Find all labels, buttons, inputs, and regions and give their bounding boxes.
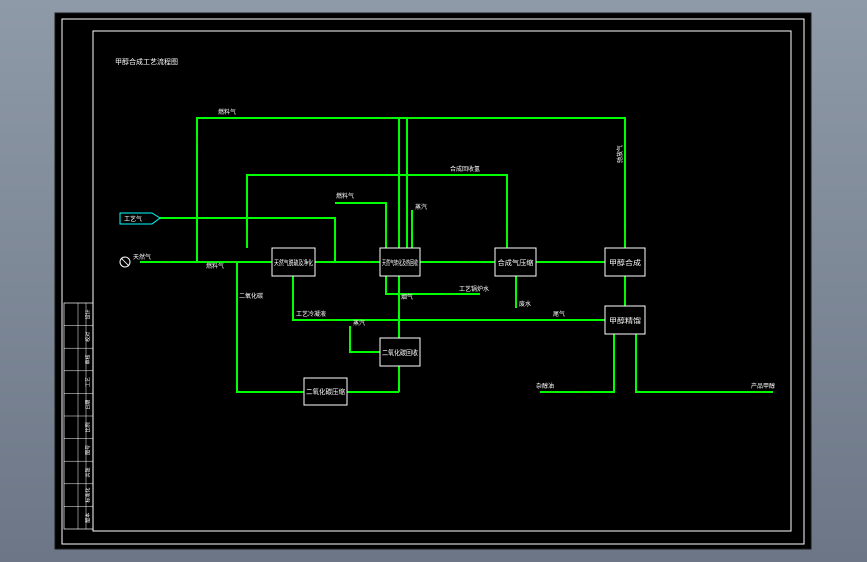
svg-text:天然气脱硫及净化: 天然气脱硫及净化 [274,258,313,267]
equipment-co2-compressor: 二氧化碳压缩 [303,377,348,406]
drawing-sheet [54,12,812,550]
inner-frame [92,30,792,532]
label-waste-water: 废水 [519,300,531,308]
natural-gas-source-icon [119,256,131,268]
label-co2-left: 二氧化碳 [239,292,263,300]
label-fuel-gas-top: 燃料气 [218,108,236,116]
label-natural-gas: 天然气 [133,253,151,261]
equipment-co2-recovery: 二氧化碳回收 [379,337,421,367]
svg-text:甲醇精馏: 甲醇精馏 [609,316,641,325]
title-block-cell: 版本 [85,513,92,523]
equipment-synthesis: 甲醇合成 [604,247,646,277]
drawing-title: 甲醇合成工艺流程图 [115,57,178,66]
title-block-cell: 设计 [85,309,92,319]
label-tail-gas: 尾气 [553,310,565,318]
equipment-distillation: 甲醇精馏 [604,305,646,335]
title-block-cell: 标准化 [85,488,92,503]
svg-text:二氧化碳回收: 二氧化碳回收 [382,348,418,357]
label-flue-gas: 烟气 [401,293,413,301]
process-gas-feed-tag: 工艺气 [119,212,161,225]
title-block-cell: 日期 [86,400,92,410]
svg-text:工艺气: 工艺气 [124,215,142,223]
label-steam-top: 蒸汽 [415,203,427,211]
svg-text:天然气转化及热回收: 天然气转化及热回收 [382,258,418,267]
svg-text:合成气压缩: 合成气压缩 [498,258,534,267]
equipment-compressor: 合成气压缩 [494,247,537,277]
label-boiler-water: 工艺锅炉水 [459,285,489,293]
svg-text:二氧化碳压缩: 二氧化碳压缩 [306,387,345,396]
stream-labels: 燃料气 合成回收氢 驰放气 燃料气 天然气 蒸汽 燃料气 二氧化碳 工艺锅炉水 … [133,108,775,390]
equipment-reformer: 天然气脱硫及净化 [271,247,316,277]
title-block-cell: 图号 [86,445,92,455]
label-byproduct: 杂醇油 [536,382,554,390]
label-steam-mid: 蒸汽 [353,319,365,327]
title-block-cell: 审核 [85,354,92,364]
title-block-cell: 共张 [85,467,92,477]
label-vent-gas: 驰放气 [616,145,624,163]
outer-frame [61,18,805,545]
equipment-converter: 天然气转化及热回收 [379,247,421,277]
label-product: 产品甲醇 [751,382,775,390]
label-fuel-gas-mid: 燃料气 [336,192,354,200]
svg-text:甲醇合成: 甲醇合成 [609,258,641,267]
label-process-condensate: 工艺冷凝液 [296,310,326,318]
label-fuel-gas-left: 燃料气 [206,262,224,270]
flow-arrows [160,117,767,393]
title-block-cell: 工艺 [86,377,92,387]
title-block-cell: 校对 [85,332,92,342]
title-block-cell: 比例 [85,422,92,432]
label-purge-hydrogen: 合成回收氢 [450,165,480,173]
